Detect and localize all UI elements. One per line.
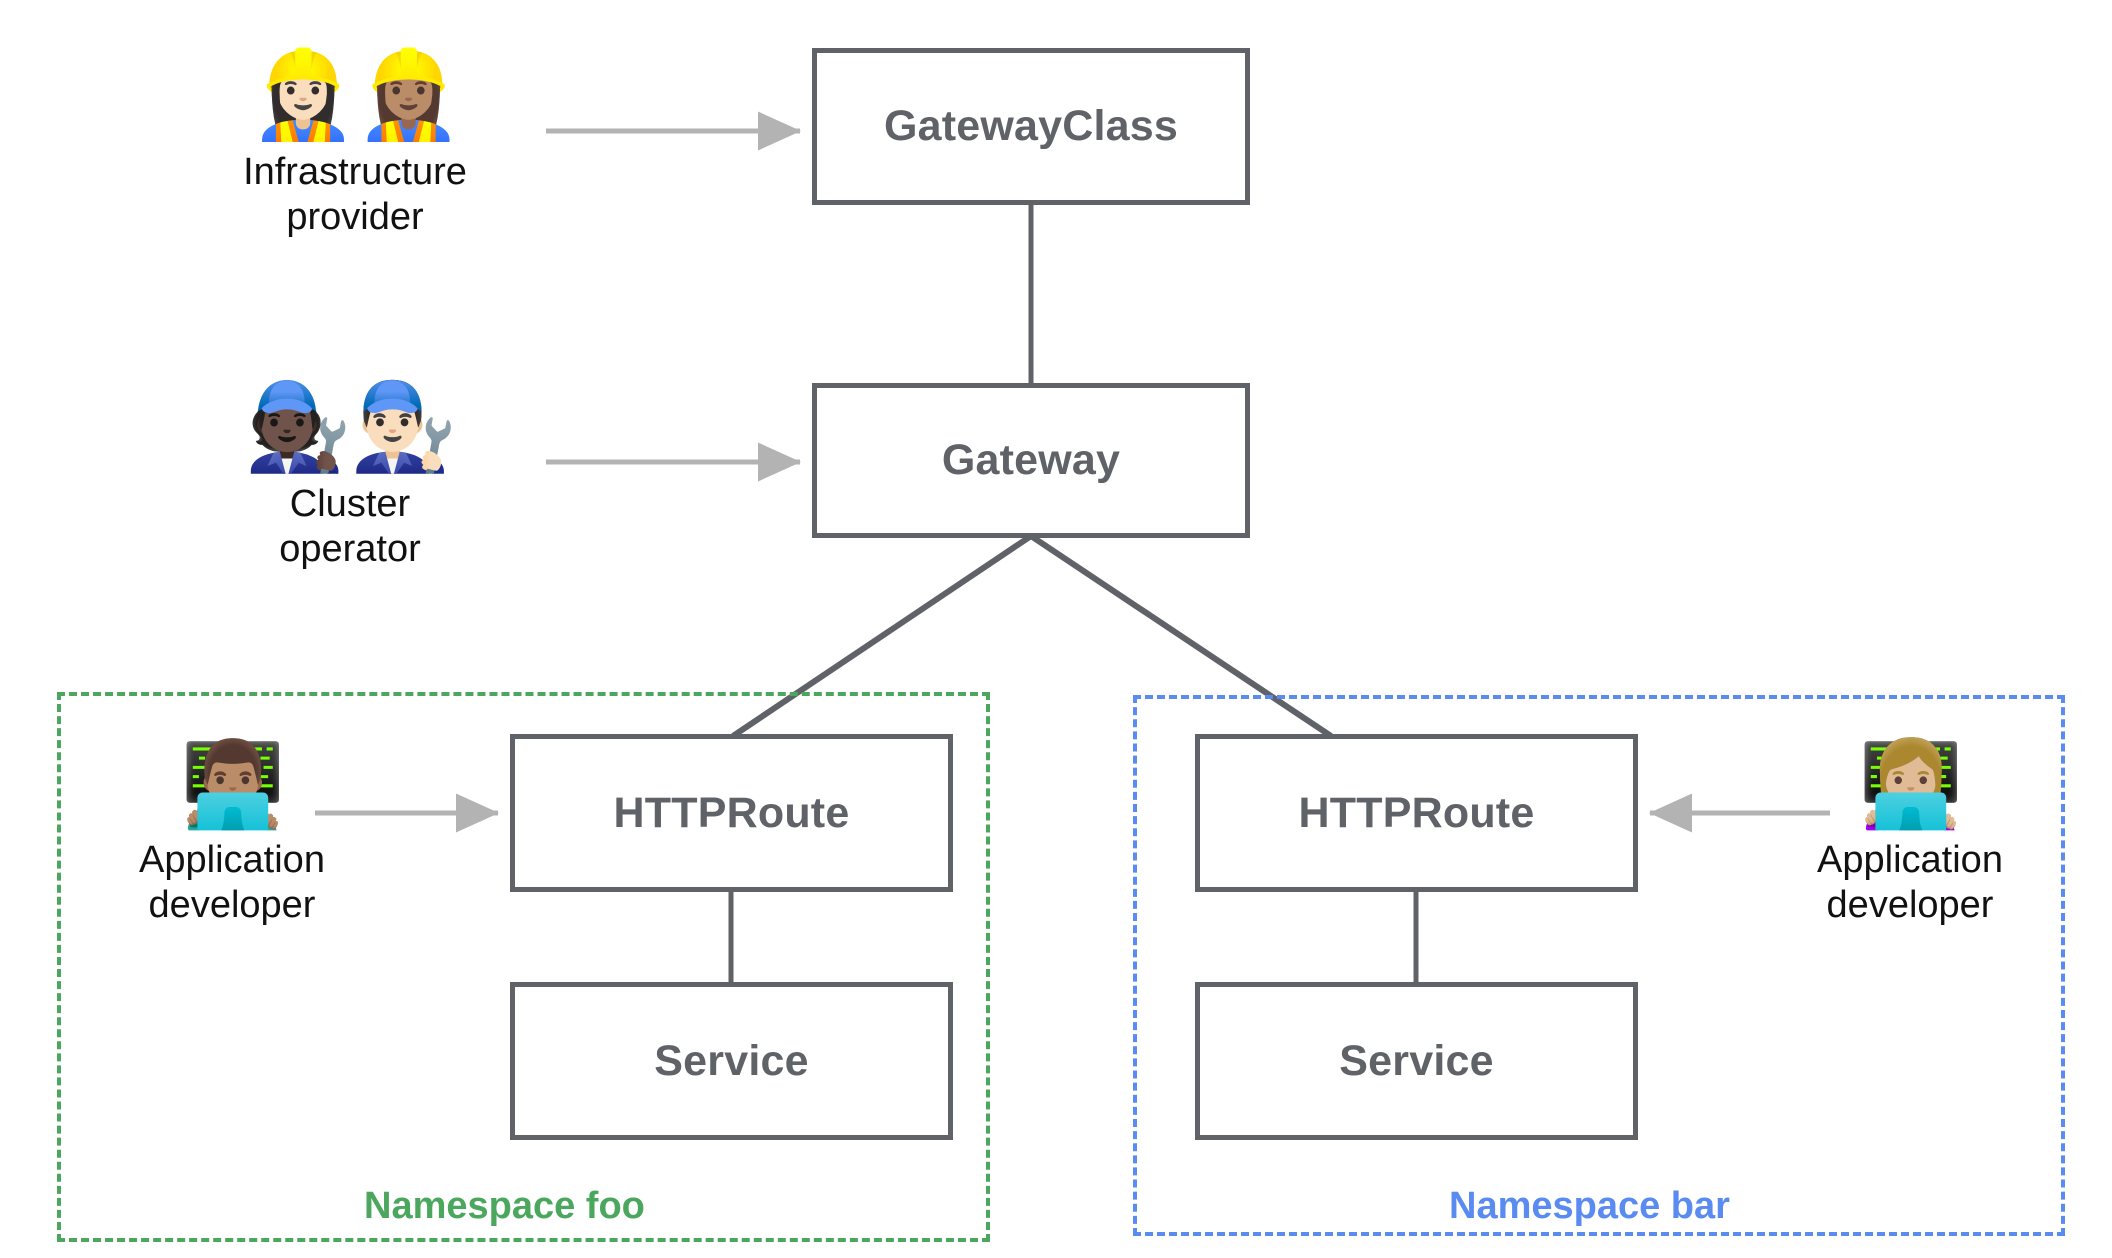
node-httproute-foo-label: HTTPRoute (613, 788, 850, 837)
node-service-foo[interactable]: Service (510, 982, 953, 1140)
node-gateway[interactable]: Gateway (812, 383, 1250, 538)
namespace-label-foo: Namespace foo (364, 1185, 645, 1227)
node-gateway-label: Gateway (941, 436, 1121, 484)
node-gatewayclass-label: GatewayClass (883, 102, 1178, 150)
persona-application-developer-foo: 👨🏽‍💻 Application developer (82, 740, 382, 928)
persona-infrastructure-provider-label: Infrastructure provider (243, 151, 467, 239)
persona-application-developer-bar: 👩🏼‍💻 Application developer (1760, 740, 2060, 928)
namespace-container-foo (57, 692, 990, 1242)
persona-cluster-operator-label: Cluster operator (279, 483, 421, 571)
man-technologist-emoji: 👨🏽‍💻 (180, 735, 286, 833)
node-service-bar-label: Service (1339, 1036, 1494, 1085)
node-service-bar[interactable]: Service (1195, 982, 1638, 1140)
node-gatewayclass[interactable]: GatewayClass (812, 48, 1250, 205)
namespace-label-bar: Namespace bar (1449, 1185, 1730, 1227)
namespace-container-bar (1133, 695, 2065, 1236)
persona-application-developer-foo-label: Application developer (139, 839, 325, 927)
persona-cluster-operator: 🧑🏿‍🔧👨🏻‍🔧 Cluster operator (200, 382, 500, 572)
woman-technologist-emoji: 👩🏼‍💻 (1858, 735, 1964, 833)
node-httproute-bar-label: HTTPRoute (1298, 788, 1535, 837)
construction-worker-women-emoji: 👷🏻‍♀️👷🏽‍♀️ (249, 45, 462, 145)
node-httproute-bar[interactable]: HTTPRoute (1195, 734, 1638, 892)
node-httproute-foo[interactable]: HTTPRoute (510, 734, 953, 892)
mechanic-people-emoji: 🧑🏿‍🔧👨🏻‍🔧 (244, 377, 457, 477)
node-service-foo-label: Service (654, 1036, 809, 1085)
persona-infrastructure-provider: 👷🏻‍♀️👷🏽‍♀️ Infrastructure provider (200, 50, 510, 240)
persona-application-developer-bar-label: Application developer (1817, 839, 2003, 927)
